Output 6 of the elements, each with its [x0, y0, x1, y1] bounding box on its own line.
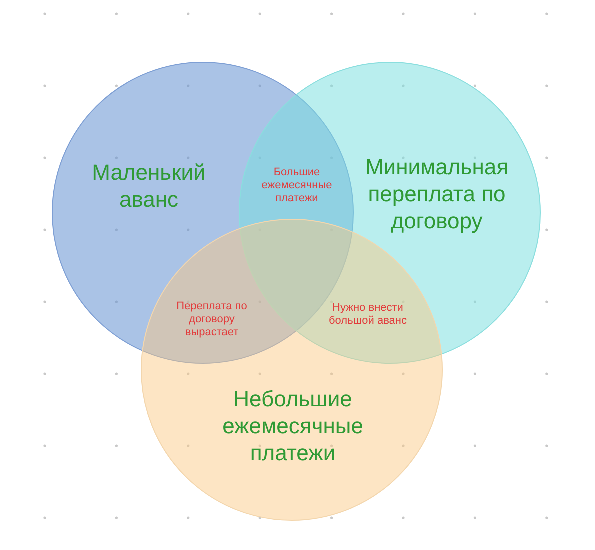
circle-title: Маленький аванс	[91, 159, 207, 213]
circle-title: Минимальная переплата по договору	[364, 154, 510, 234]
circle-title: Небольшие ежемесячные платежи	[222, 386, 364, 466]
overlap-label: Нужно внести большой аванс	[328, 302, 408, 328]
overlap-label: Переплата по договору вырастает	[176, 300, 248, 340]
overlap-label: Большие ежемесячные платежи	[260, 166, 334, 206]
